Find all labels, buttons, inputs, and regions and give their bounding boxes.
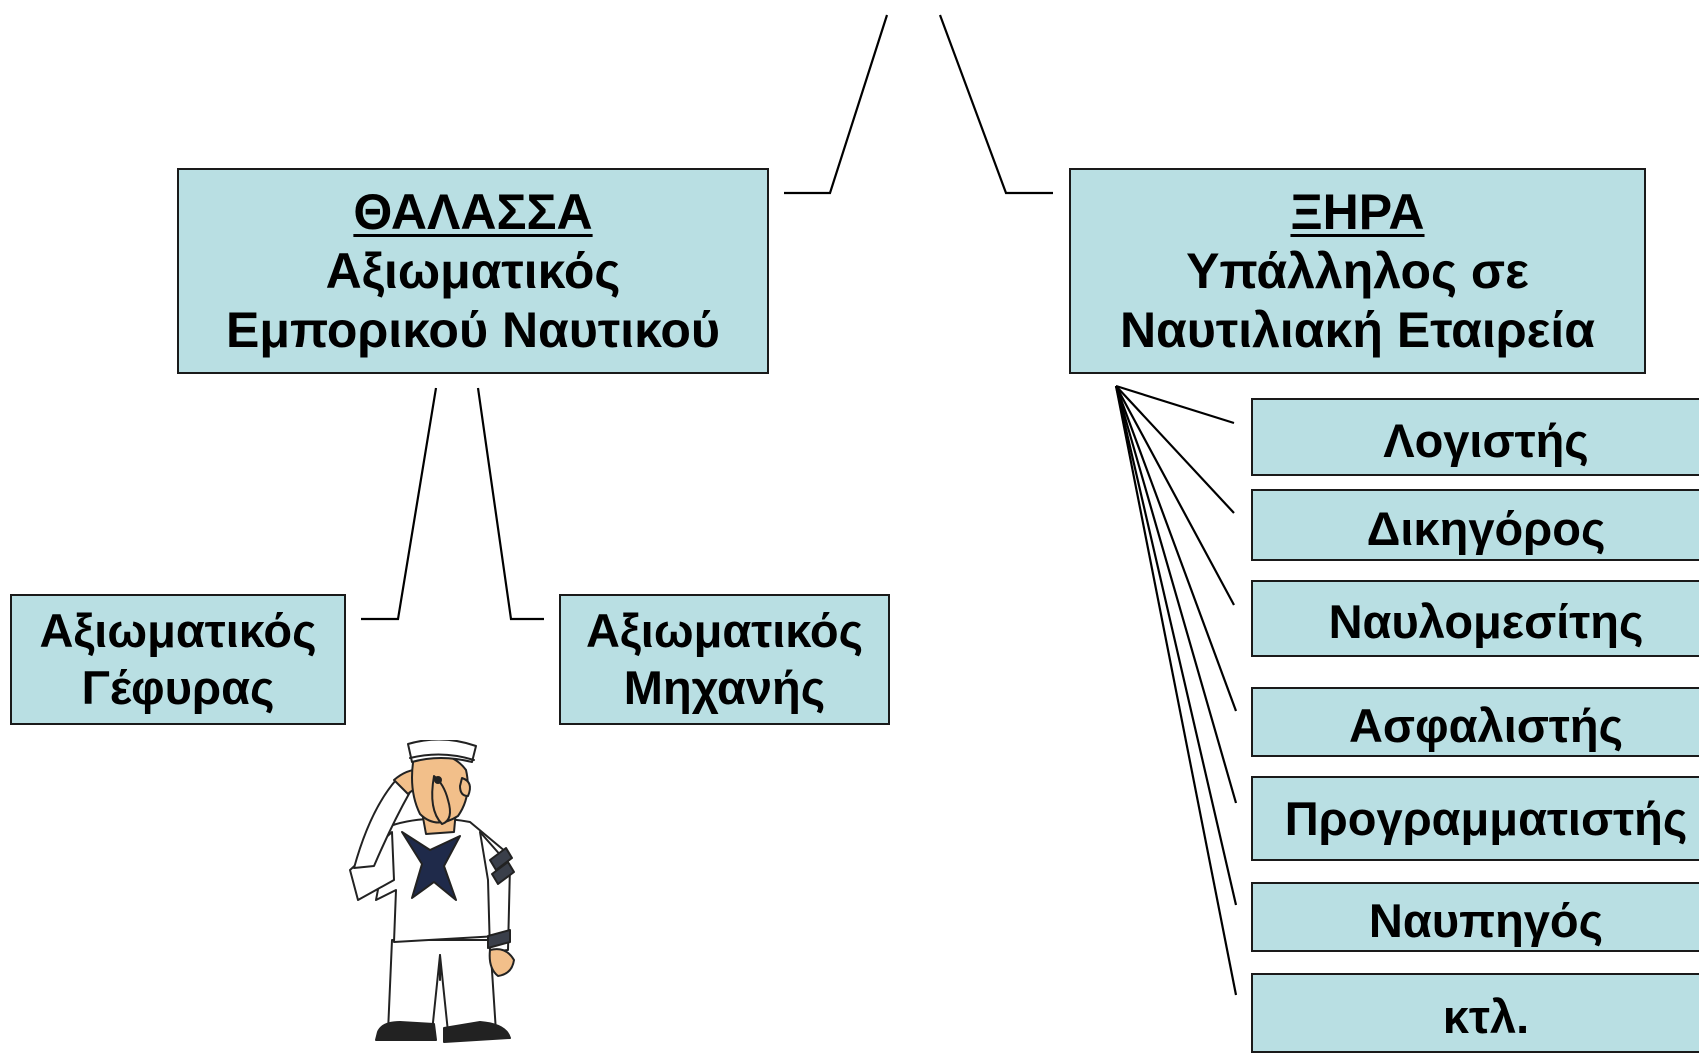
connector-land-to-role-4 [1114, 385, 1238, 804]
role-box-shipbroker: Ναυλομεσίτης [1251, 580, 1699, 657]
sea-role-line-2: Εμπορικού Ναυτικού [226, 301, 720, 358]
bridge-officer-line-1: Αξιωματικός [39, 604, 317, 658]
sea-heading: ΘΑΛΑΣΣΑ [353, 183, 593, 240]
connector-land-to-role-5 [1114, 385, 1238, 906]
bridge-officer-box: Αξιωματικός Γέφυρας [10, 594, 346, 725]
role-label: Ασφαλιστής [1348, 698, 1624, 752]
sea-category-box: ΘΑΛΑΣΣΑ Αξιωματικός Εμπορικού Ναυτικού [177, 168, 769, 374]
role-box-accountant: Λογιστής [1251, 398, 1699, 476]
role-box-lawyer: Δικηγόρος [1251, 489, 1699, 561]
land-role-line-1: Υπάλληλος σε [1186, 242, 1529, 299]
engine-officer-line-1: Αξιωματικός [585, 604, 864, 658]
role-box-naval-architect: Ναυπηγός [1251, 882, 1699, 952]
role-box-etc: κτλ. [1251, 973, 1699, 1053]
land-heading: ΞΗΡΑ [1290, 183, 1425, 240]
connector-root-to-sea [784, 14, 889, 195]
connector-sea-to-bridge [361, 387, 438, 621]
engine-officer-line-2: Μηχανής [623, 660, 826, 714]
connector-land-to-role-1 [1115, 385, 1235, 514]
role-box-insurer: Ασφαλιστής [1251, 687, 1699, 757]
role-label: Λογιστής [1383, 413, 1589, 467]
connector-root-to-land [938, 14, 1053, 195]
bridge-officer-line-2: Γέφυρας [81, 660, 275, 714]
role-label: κτλ. [1442, 989, 1530, 1043]
connector-land-to-role-3 [1114, 385, 1238, 712]
saluting-sailor-icon [349, 740, 515, 1043]
connector-land-to-role-2 [1115, 385, 1235, 606]
sea-role-line-1: Αξιωματικός [325, 242, 621, 299]
connector-land-to-role-0 [1115, 384, 1235, 425]
engine-officer-box: Αξιωματικός Μηχανής [559, 594, 890, 725]
role-label: Ναυπηγός [1368, 893, 1604, 947]
role-box-programmer: Προγραμματιστής [1251, 776, 1699, 861]
land-role-line-2: Ναυτιλιακή Εταιρεία [1119, 301, 1596, 358]
role-label: Ναυλομεσίτης [1328, 595, 1644, 648]
role-label: Προγραμματιστής [1284, 792, 1688, 845]
role-label: Δικηγόρος [1366, 501, 1606, 555]
connector-land-to-role-6 [1114, 385, 1238, 996]
land-category-box: ΞΗΡΑ Υπάλληλος σε Ναυτιλιακή Εταιρεία [1069, 168, 1646, 374]
connector-sea-to-engine [476, 387, 544, 621]
